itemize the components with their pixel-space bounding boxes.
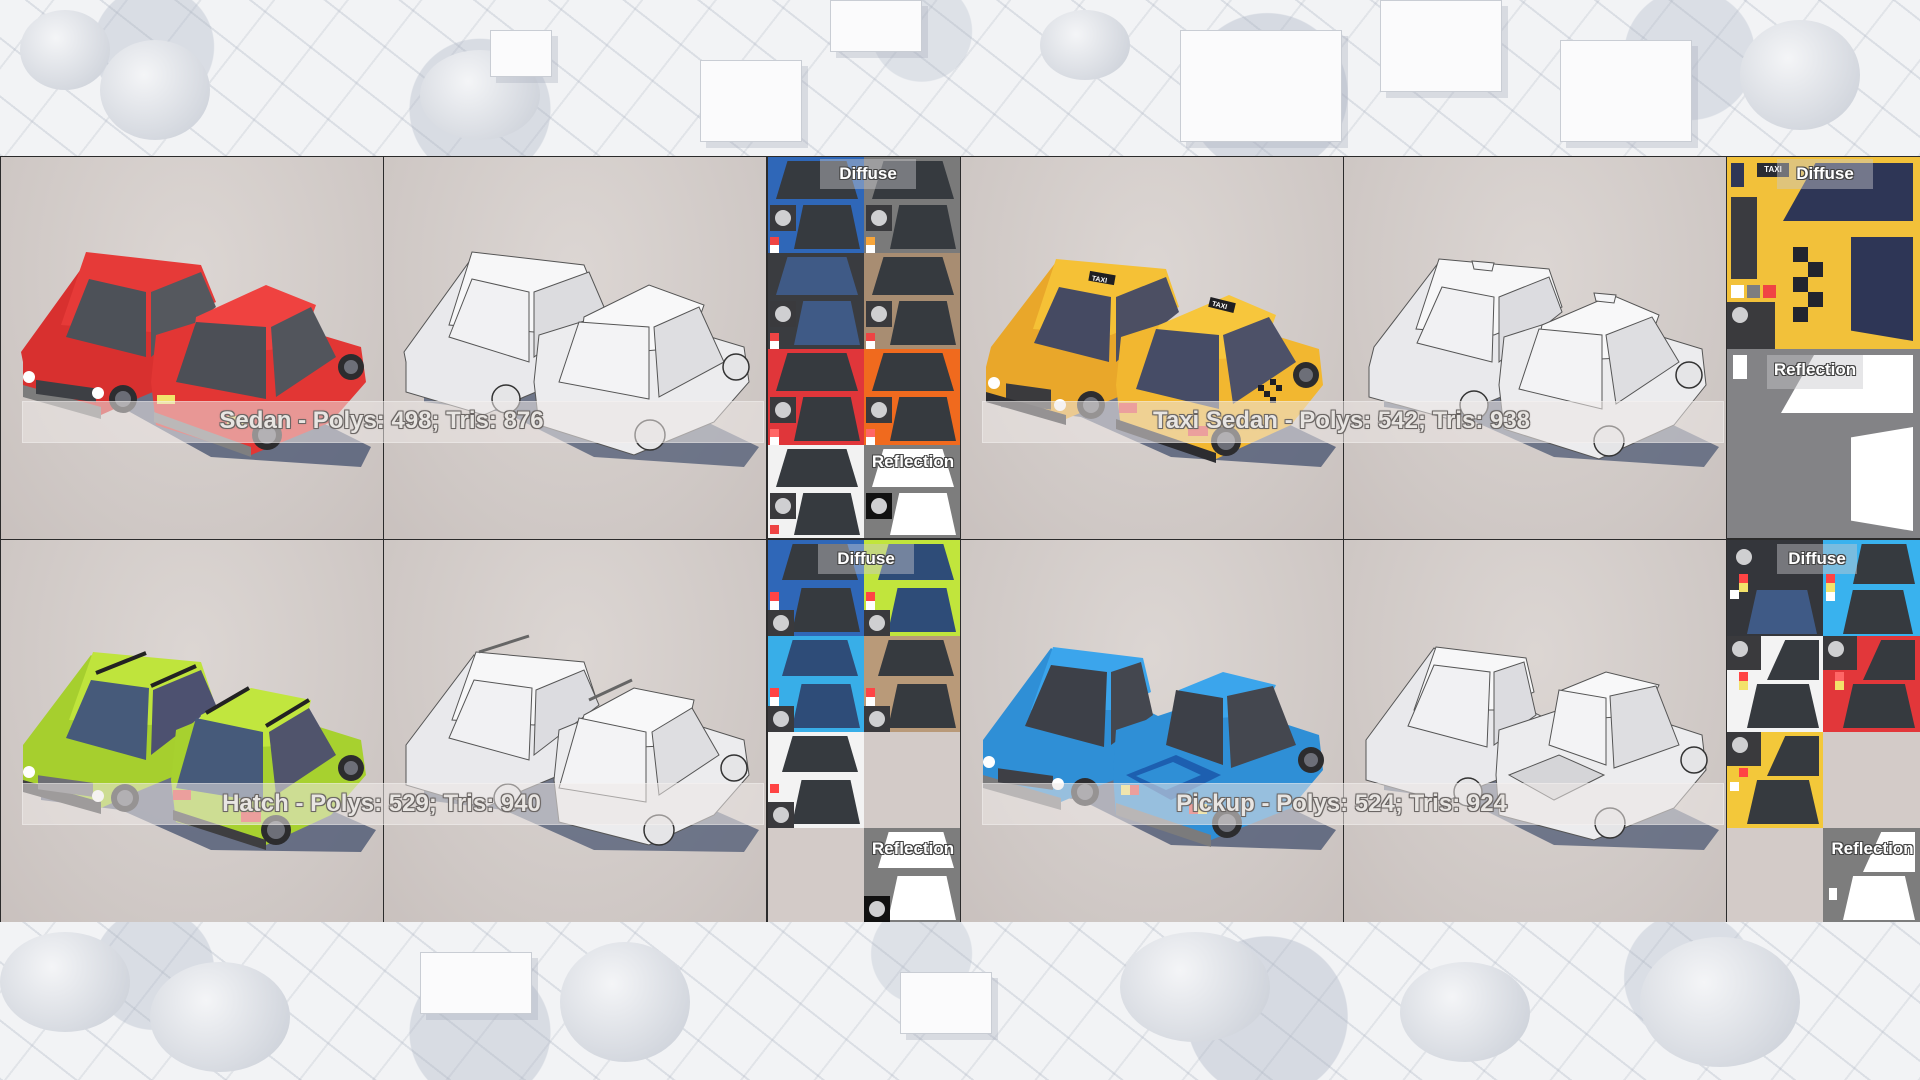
texture-tile-skyblue [1823, 540, 1920, 636]
reflection-label: Reflection [1831, 839, 1914, 858]
svg-text:TAXI: TAXI [1091, 275, 1107, 285]
texture-tile-yellow [1727, 732, 1823, 828]
background-city-top [0, 0, 1920, 156]
texture-tile-taxi-reflection [1727, 349, 1920, 538]
taxi-yellow-cars-illustration: TAXI TAXI [986, 259, 1336, 467]
texture-tile-white [768, 732, 864, 828]
texture-tile-dark [768, 253, 864, 349]
diffuse-label: Diffuse [818, 544, 914, 574]
texture-tile-gray [864, 157, 960, 253]
texture-tile-reflection [864, 828, 960, 922]
texture-tile-reflection [864, 445, 960, 538]
tree-cluster [1400, 962, 1530, 1062]
diffuse-label: Diffuse [1777, 159, 1873, 189]
texture-tile-red [1823, 636, 1920, 732]
building [1180, 30, 1342, 142]
diffuse-label: Diffuse [820, 159, 916, 189]
reflection-label: Reflection [871, 452, 955, 471]
texture-tile-tan [864, 253, 960, 349]
sedan-clay-cars-illustration [403, 251, 759, 467]
sedan-red-cars-illustration [21, 252, 371, 467]
tree-cluster [0, 932, 130, 1032]
model-sheet: Sedan - Polys: 498; Tris: 876 [0, 156, 1920, 922]
hatch-caption: Hatch - Polys: 529; Tris: 940 [222, 790, 541, 817]
background-city-bottom [0, 922, 1920, 1080]
texture-tile-dark [1727, 540, 1823, 636]
texture-tile-blue [768, 540, 864, 636]
taxi-caption: Taxi Sedan - Polys: 542; Tris: 938 [1152, 407, 1531, 434]
texture-tile-reflection [1823, 828, 1920, 922]
texture-tile-white [768, 445, 864, 538]
texture-tile-white [1727, 636, 1823, 732]
texture-tile-red [768, 349, 864, 445]
building [1380, 0, 1502, 92]
svg-text:TAXI: TAXI [1211, 301, 1228, 312]
tree-cluster [150, 962, 290, 1072]
tree-cluster [100, 40, 210, 140]
caption-bar [22, 783, 764, 825]
taxi-texture-atlas: TAXI Diffuse Reflection [1727, 157, 1920, 538]
sedan-texture-atlas: Diffuse Reflection [768, 157, 960, 538]
hatch-texture-atlas: Diffuse Reflection [768, 540, 960, 922]
texture-tile-orange [864, 349, 960, 445]
texture-tile-skyblue [768, 636, 864, 732]
taxi-sign-texture: TAXI [1757, 163, 1789, 177]
pickup-clay-render [1344, 540, 1726, 922]
sedan-clay-render [384, 157, 766, 539]
tree-cluster [1740, 20, 1860, 130]
taxi-colored-render: TAXI TAXI [961, 157, 1343, 539]
hatch-clay-render [384, 540, 766, 922]
pickup-caption: Pickup - Polys: 524; Tris: 924 [1176, 790, 1507, 817]
hatch-colored-render [1, 540, 383, 922]
pickup-clay-cars-illustration [1365, 646, 1719, 850]
tree-cluster [1640, 937, 1800, 1067]
texture-tile-tan [864, 636, 960, 732]
pickup-blue-cars-illustration [983, 647, 1336, 850]
caption-bar [982, 783, 1724, 825]
pickup-colored-render [961, 540, 1343, 922]
tree-cluster [20, 10, 110, 90]
texture-tile-blue [768, 157, 864, 253]
building [1560, 40, 1692, 142]
texture-tile-lime [864, 540, 960, 636]
building [490, 30, 552, 77]
sedan-caption: Sedan - Polys: 498; Tris: 876 [219, 407, 544, 434]
tree-cluster [1040, 10, 1130, 80]
tree-cluster [560, 942, 690, 1062]
pickup-texture-atlas: Diffuse Reflection [1727, 540, 1920, 922]
building [830, 0, 922, 52]
building [420, 952, 532, 1014]
building [900, 972, 992, 1034]
diffuse-label: Diffuse [1777, 544, 1857, 574]
sedan-colored-render [1, 157, 383, 539]
hatch-clay-cars-illustration [405, 634, 759, 852]
hatch-green-cars-illustration [23, 651, 376, 852]
building [700, 60, 802, 142]
caption-bar [22, 401, 764, 443]
taxi-clay-cars-illustration [1368, 258, 1719, 467]
texture-tile-taxi-yellow: TAXI [1727, 157, 1920, 349]
taxi-clay-render [1344, 157, 1726, 539]
reflection-label: Reflection [1767, 355, 1863, 389]
tree-cluster [1120, 932, 1270, 1042]
reflection-label: Reflection [871, 839, 955, 858]
caption-bar [982, 401, 1724, 443]
